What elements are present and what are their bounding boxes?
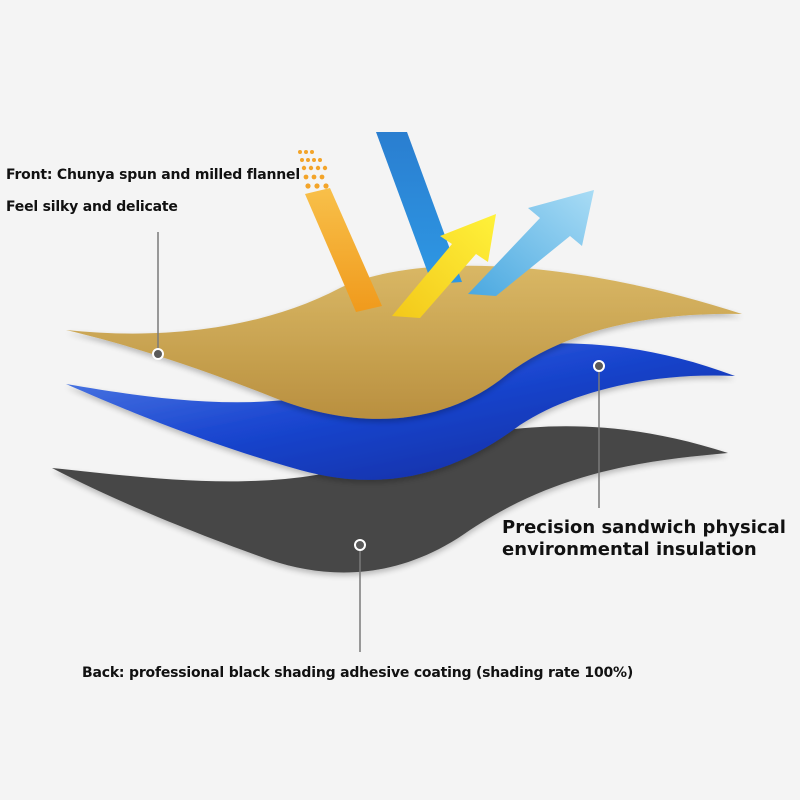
front-material-label: Front: Chunya spun and milled flannel <box>6 167 300 183</box>
black-coating-layer <box>52 426 728 573</box>
feel-description-label: Feel silky and delicate <box>6 199 178 215</box>
leader-insulation <box>593 360 605 508</box>
leader-front <box>152 232 164 360</box>
incoming-light-orange-beam <box>305 188 382 312</box>
incoming-light-blue-beam <box>376 132 462 284</box>
leader-back <box>354 539 366 652</box>
insulation-label-line1: Precision sandwich physical <box>502 517 786 538</box>
back-coating-label: Back: professional black shading adhesiv… <box>82 665 634 681</box>
light-particles-icon <box>298 150 329 189</box>
reflected-sky-arrow-icon <box>468 190 594 296</box>
insulation-label: Precision sandwich physical environmenta… <box>502 517 786 561</box>
flannel-layer <box>66 265 742 419</box>
insulation-label-line2: environmental insulation <box>502 539 757 560</box>
reflected-yellow-arrow-icon <box>392 214 496 318</box>
